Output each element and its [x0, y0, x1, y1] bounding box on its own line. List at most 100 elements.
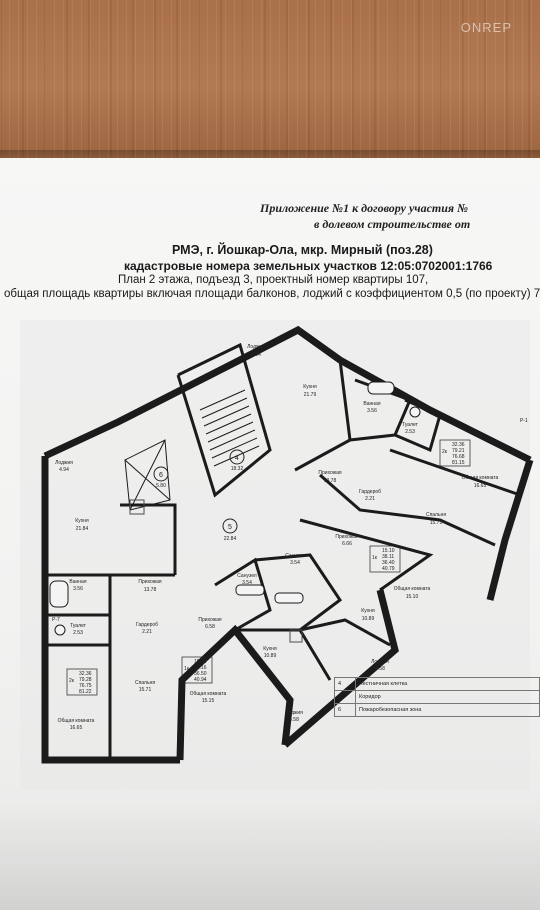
room-loggia-mid-name: Лоджия: [371, 659, 389, 665]
legend-label: Лестничная клетка: [355, 677, 540, 691]
pk-marker-top: Р-1: [520, 418, 528, 424]
room-loggia-left-area: 4.94: [59, 467, 69, 473]
summary-top-line-4: 81.15: [452, 460, 465, 466]
room-bedroom-left-name: Спальня: [135, 680, 155, 686]
legend-label: Пожаробезопасная зона: [355, 703, 540, 717]
plan-lightbox: [20, 320, 530, 790]
document-sheet: [0, 158, 540, 910]
room-living-top-area: 16.65: [474, 483, 487, 489]
legend-table: 4 Лестничная клетка 5 Коридор 6 Пожаробе…: [334, 677, 540, 717]
summary-top: 2к 32.36 79.21 76.68 81.15: [439, 439, 471, 467]
room-living-bot-area: 15.15: [202, 698, 215, 704]
inner-walls: [45, 342, 521, 760]
zone-6-area: 5.80: [156, 483, 166, 489]
fixtures: [49, 381, 421, 636]
room-loggia-top-name: Лоджия: [247, 344, 265, 350]
header-address: РМЭ, г. Йошкар-Ола, мкр. Мирный (поз.28): [172, 243, 433, 257]
room-bedroom-top-area: 15.71: [430, 520, 443, 526]
room-wc-top-name: Туалет: [402, 422, 419, 428]
summary-mid: 1к 15.10 38.11 36.40 40.79: [369, 545, 401, 573]
room-bath-left-name: Ванная: [69, 579, 86, 585]
summary-bot-rooms: 1к: [184, 666, 190, 672]
summary-bot: 1к 15.15 38.16 36.50 40.94: [181, 656, 213, 684]
room-wardrobe-left-area: 2.21: [142, 629, 152, 635]
legend-num: 6: [334, 703, 356, 717]
summary-left: 2к 32.36 79.28 76.75 81.22: [66, 668, 98, 696]
room-hall-left-area: 13.78: [144, 587, 157, 593]
summary-bot-line-4: 40.94: [194, 677, 207, 683]
room-wardrobe-left-name: Гардероб: [136, 622, 158, 628]
room-loggia-left-name: Лоджия: [55, 460, 73, 466]
summary-left-line-2: 79.28: [79, 677, 92, 683]
room-kitchen-left-area: 21.84: [76, 526, 89, 532]
room-bath-top-name: Ванная: [363, 401, 380, 407]
room-living-bot-name: Общая комната: [190, 691, 227, 697]
room-wc-mid-name: Санузел: [285, 553, 305, 559]
appendix-line-2: в долевом строительстве от: [314, 217, 471, 231]
summary-top-line-2: 79.21: [452, 448, 465, 454]
summary-left-rooms: 2к: [69, 678, 75, 684]
summary-bot-line-1: 15.15: [194, 659, 207, 665]
room-labels: Лоджия 4.94 Кухня 21.79 Ванная 3.56 Туал…: [55, 344, 498, 731]
room-loggia-mid-area: 4.58: [375, 666, 385, 672]
floor-plan: Лоджия 4.94 Кухня 21.79 Ванная 3.56 Туал…: [20, 320, 534, 790]
zone-5-number: 5: [228, 524, 232, 531]
legend-num: 4: [334, 677, 356, 691]
room-living-top-name: Общая комната: [462, 475, 499, 481]
room-living-mid-name: Общая комната: [394, 586, 431, 592]
legend-row: 6 Пожаробезопасная зона: [334, 703, 540, 717]
room-hall-mid-name: Прихожая: [335, 534, 358, 540]
room-hall-bot-name: Прихожая: [198, 617, 221, 623]
room-loggia-top-area: 4.94: [251, 352, 261, 358]
wooden-table-background: [0, 0, 540, 160]
room-hall-bot-area: 6.58: [205, 624, 215, 630]
zone-markers: 6 5.80 4 18.32 5 22.84 Р-1 Р-7: [52, 418, 528, 623]
furniture-outlines: [129, 499, 303, 643]
room-loggia-bot-name: Лоджия: [285, 710, 303, 716]
legend-row: 4 Лестничная клетка: [334, 677, 540, 691]
room-wc-bot-name: Санузел: [237, 573, 257, 579]
zone-4-number: 4: [235, 455, 239, 462]
room-kitchen-bot-name: Кухня: [263, 646, 277, 652]
summary-left-line-1: 32.36: [79, 671, 92, 677]
room-wc-bot-area: 3.54: [242, 580, 252, 586]
room-loggia-bot-area: 4.58: [289, 717, 299, 723]
stair-flight: [124, 389, 260, 511]
room-wc-mid-area: 3.54: [290, 560, 300, 566]
pk-marker-left: Р-7: [52, 617, 60, 623]
room-wardrobe-top-area: 2.21: [365, 496, 375, 502]
room-bedroom-top-name: Спальня: [426, 512, 446, 518]
summary-top-rooms: 2к: [442, 449, 448, 455]
room-living-left-area: 16.65: [70, 725, 83, 731]
room-kitchen-mid-name: Кухня: [361, 608, 375, 614]
room-hall-top-name: Прихожая: [318, 470, 341, 476]
room-wc-left-name: Туалет: [70, 623, 87, 629]
summary-mid-line-1: 15.10: [382, 548, 395, 554]
room-kitchen-bot-area: 10.89: [264, 653, 277, 659]
legend-label: Коридор: [355, 690, 540, 704]
appendix-heading: Приложение №1 к договору участия № в дол…: [260, 200, 540, 232]
room-kitchen-top-name: Кухня: [303, 384, 317, 390]
room-living-left-name: Общая комната: [58, 718, 95, 724]
zone-4-area: 18.32: [231, 466, 244, 472]
room-kitchen-top-area: 21.79: [304, 392, 317, 398]
paper-bottom-shade: [0, 800, 540, 910]
legend-num: 5: [334, 690, 356, 704]
room-kitchen-mid-area: 10.89: [362, 616, 375, 622]
room-bedroom-left-area: 15.71: [139, 687, 152, 693]
room-hall-mid-area: 6.66: [342, 541, 352, 547]
summary-mid-rooms: 1к: [372, 555, 378, 561]
room-hall-top-area: 13.78: [324, 478, 337, 484]
summary-left-line-3: 76.75: [79, 683, 92, 689]
summary-mid-line-4: 40.79: [382, 566, 395, 572]
appendix-line-1: Приложение №1 к договору участия №: [260, 201, 469, 215]
room-bath-top-area: 3.56: [367, 408, 377, 414]
summary-top-line-1: 32.36: [452, 442, 465, 448]
summary-bot-line-2: 38.16: [194, 665, 207, 671]
summary-mid-line-2: 38.11: [382, 554, 394, 560]
room-hall-left-name: Прихожая: [138, 579, 161, 585]
header-plan-info: План 2 этажа, подъезд 3, проектный номер…: [118, 274, 429, 286]
room-wc-left-area: 2.53: [73, 630, 83, 636]
legend-row: 5 Коридор: [334, 690, 540, 704]
apartment-summaries: 2к 32.36 79.21 76.68 81.15 2к 32.36 79.2…: [66, 439, 471, 696]
